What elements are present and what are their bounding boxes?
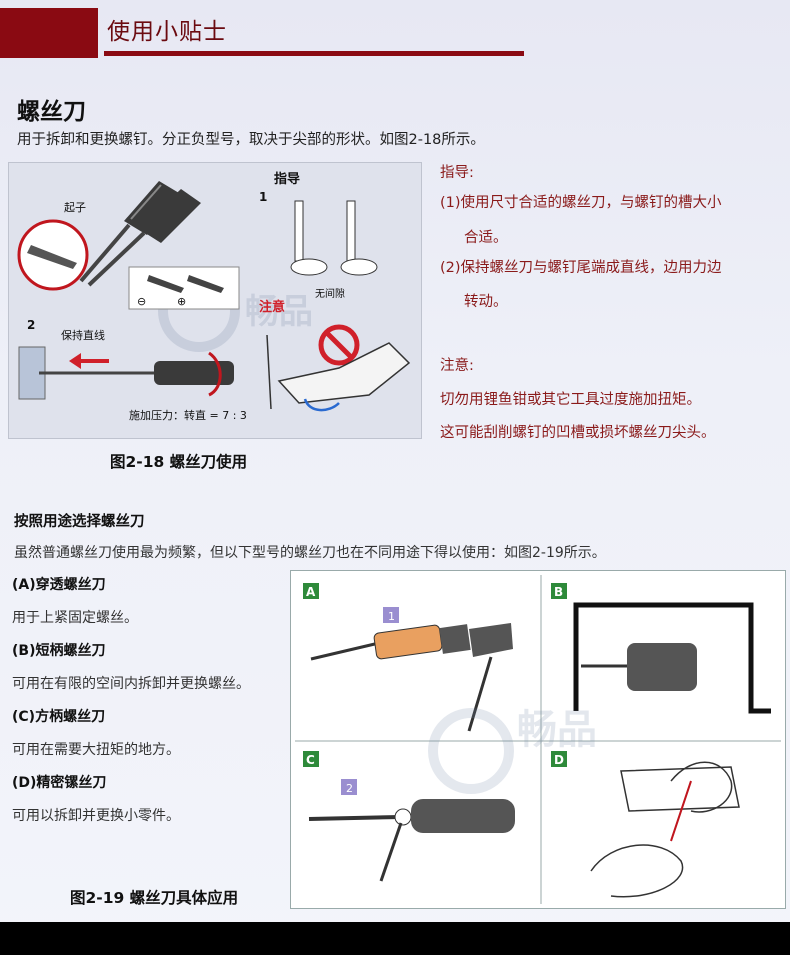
label-minus: ⊖	[137, 295, 146, 308]
panel-a-badge	[303, 583, 319, 599]
panel-d-label: D	[554, 753, 564, 767]
guide-item-2-line2: 转动。	[464, 294, 508, 310]
figure-2-19-caption: 图2-19 螺丝刀具体应用	[70, 889, 239, 907]
guide-item-1-line2: 合适。	[464, 230, 508, 246]
tip-inset: ⊖ ⊕	[128, 266, 240, 310]
usage-item-a-name: (A)穿透螺丝刀	[12, 577, 106, 593]
guide-item-2-line1: (2)保持螺丝刀与螺钉尾端成直线，边用力边	[440, 260, 722, 276]
figure-2-18-illustration: 畅品 起子 指导 1 ⊖ ⊕	[8, 162, 422, 439]
tag-2-badge	[341, 779, 357, 795]
square-shank-screwdriver	[308, 799, 515, 882]
panel-d-badge	[551, 751, 567, 767]
tag-2-label: 2	[346, 782, 353, 795]
stubby-screwdriver	[581, 643, 697, 691]
usage-item-d-name: (D)精密镙丝刀	[12, 775, 107, 791]
watermark-text-2: 畅品	[517, 707, 597, 753]
footer-bar	[0, 922, 790, 955]
figure-2-18-caption: 图2-18 螺丝刀使用	[110, 453, 248, 471]
phillips-screwdriver	[87, 189, 201, 287]
label-pressure: 施加压力：转直 = 7 : 3	[129, 408, 247, 422]
panel-b-badge	[551, 583, 567, 599]
figure-2-19-illustration: A 1 B C 2 D	[290, 570, 786, 909]
usage-item-c-desc: 可用在需要大扭矩的地方。	[12, 742, 180, 758]
label-step-2: 2	[27, 318, 35, 332]
caution-heading: 注意:	[440, 358, 474, 374]
usage-item-c-name: (C)方柄螺丝刀	[12, 709, 106, 725]
straight-screwdriver	[39, 351, 234, 397]
flat-screwdriver	[79, 181, 179, 283]
guide-heading: 指导:	[440, 165, 474, 181]
label-caution: 注意	[259, 299, 285, 315]
usage-item-b-name: (B)短柄螺丝刀	[12, 643, 106, 659]
confined-space-outline	[573, 602, 771, 714]
label-step-1: 1	[259, 190, 267, 204]
tag-1-badge	[383, 607, 399, 623]
label-plus: ⊕	[177, 295, 186, 308]
label-qizi: 起子	[64, 201, 86, 214]
usage-title: 按照用途选择螺丝刀	[14, 514, 145, 530]
usage-intro: 虽然普通螺丝刀使用最为频繁，但以下型号的螺丝刀也在不同用途下得以使用：如图2-1…	[14, 545, 606, 561]
panel-c-badge	[303, 751, 319, 767]
tip-fit-diagram: 无间隙	[290, 200, 378, 300]
penetrating-screwdriver	[310, 623, 513, 732]
label-keep-straight: 保持直线	[61, 328, 105, 342]
label-guide: 指导	[274, 171, 300, 187]
usage-item-b-desc: 可用在有限的空间内拆卸并更换螺丝。	[12, 676, 250, 692]
flat-tip	[27, 245, 77, 269]
header-underline	[104, 51, 524, 56]
section-title: 螺丝刀	[17, 99, 86, 125]
caution-line-2: 这可能刮削螺钉的凹槽或损坏螺丝刀尖头。	[440, 425, 716, 441]
usage-item-a-desc: 用于上紧固定螺丝。	[12, 610, 138, 626]
watermark-text: 畅品	[245, 292, 313, 332]
usage-item-d-desc: 可用以拆卸并更换小零件。	[12, 808, 180, 824]
caution-line-1: 切勿用锂鱼钳或其它工具过度施加扭矩。	[440, 392, 701, 408]
header-title: 使用小贴士	[107, 19, 227, 45]
watermark-logo-2: 畅品	[428, 707, 597, 794]
panel-c-label: C	[306, 753, 315, 767]
panel-b-label: B	[554, 585, 563, 599]
label-no-gap: 无间隙	[315, 287, 345, 300]
section-intro: 用于拆卸和更换螺钉。分正负型号，取决于尖部的形状。如图2-18所示。	[17, 132, 485, 148]
precision-screwdriver-hands	[590, 761, 740, 898]
header-accent-block	[0, 8, 98, 58]
tag-1-label: 1	[388, 610, 395, 623]
pliers-hand	[266, 334, 411, 412]
panel-a-label: A	[306, 585, 316, 599]
guide-item-1-line1: (1)使用尺寸合适的螺丝刀，与螺钉的槽大小	[440, 195, 722, 211]
prohibition-icon	[318, 324, 360, 366]
push-arrow	[69, 353, 109, 369]
